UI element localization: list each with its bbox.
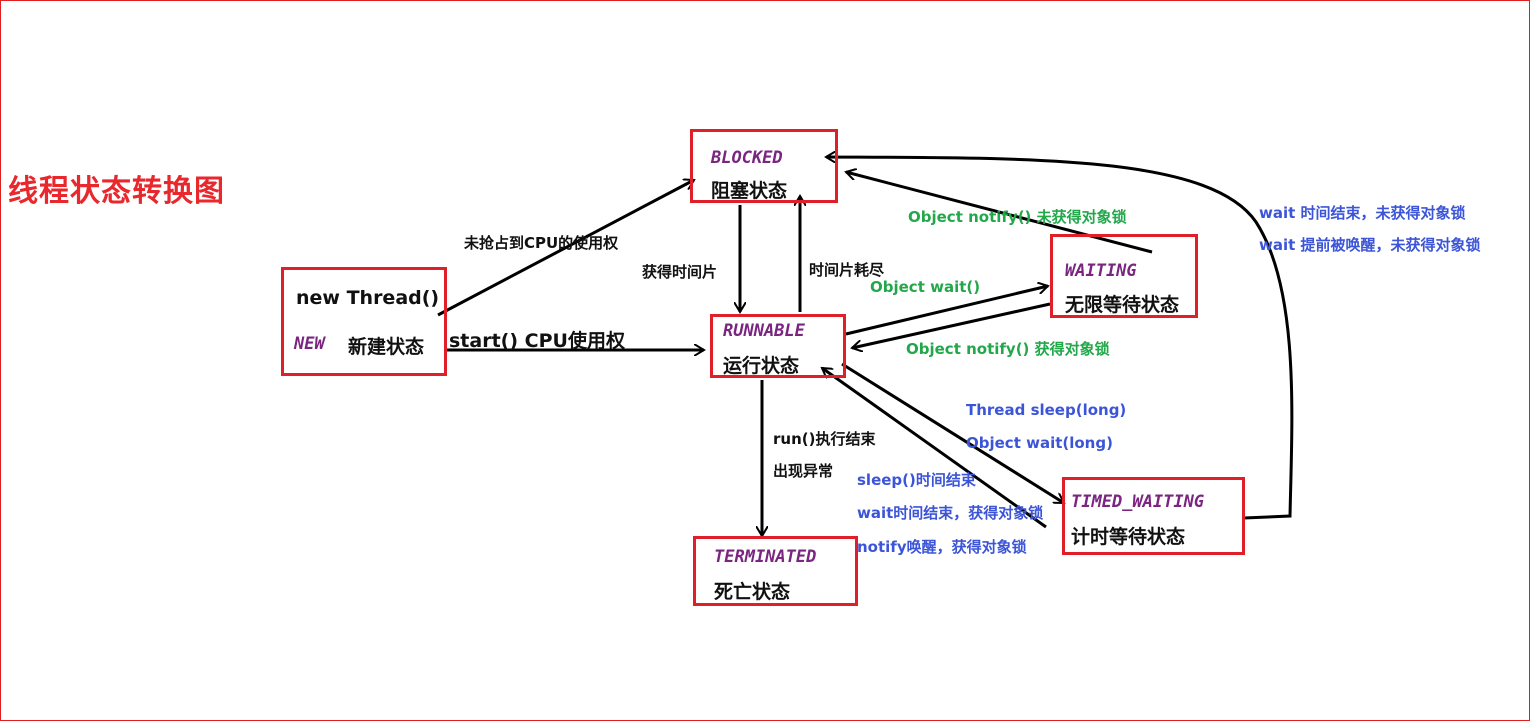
arrow-runnable-to-timed [841,362,1064,505]
label-new-to-runnable: start() CPU使用权 [449,330,625,352]
label-timed-to-blocked-1: wait 时间结束，未获得对象锁 [1259,204,1466,222]
arrow-waiting-to-blocked [846,172,1153,254]
arrow-waiting-to-runnable [852,302,1051,348]
state-timed-waiting: TIMED_WAITING 计时等待状态 [1062,477,1245,555]
label-timed-to-runnable-3: notify唤醒，获得对象锁 [857,538,1027,556]
state-blocked-en: BLOCKED [711,148,783,168]
label-new-to-blocked: 未抢占到CPU的使用权 [464,234,619,252]
label-runnable-to-waiting: Object wait() [870,278,981,296]
state-new-cn: 新建状态 [348,336,425,358]
state-runnable-cn: 运行状态 [723,355,800,377]
label-runnable-to-timed-1: Thread sleep(long) [966,401,1127,419]
arrow-runnable-to-waiting [845,286,1048,336]
label-timed-to-runnable-1: sleep()时间结束 [857,471,976,489]
state-terminated-en: TERMINATED [714,547,817,567]
label-runnable-to-timed-2: Object wait(long) [966,434,1113,452]
state-waiting-cn: 无限等待状态 [1065,294,1180,316]
state-new: new Thread() NEW 新建状态 [281,267,447,376]
label-waiting-to-runnable: Object notify() 获得对象锁 [906,340,1110,358]
new-thread-code: new Thread() [296,287,440,309]
label-blocked-to-runnable: 获得时间片 [642,263,718,281]
label-timed-to-blocked-2: wait 提前被唤醒，未获得对象锁 [1259,236,1481,254]
diagram-title: 线程状态转换图 [8,174,225,209]
state-runnable-en: RUNNABLE [723,321,805,341]
state-blocked: BLOCKED 阻塞状态 [690,129,838,203]
label-runnable-to-terminated-1: run()执行结束 [773,430,876,448]
state-new-en: NEW [294,334,325,354]
state-timed-waiting-cn: 计时等待状态 [1071,526,1186,548]
state-terminated-cn: 死亡状态 [714,581,791,603]
state-waiting: WAITING 无限等待状态 [1050,234,1198,318]
state-runnable: RUNNABLE 运行状态 [710,314,846,378]
state-timed-waiting-en: TIMED_WAITING [1071,492,1205,512]
state-blocked-cn: 阻塞状态 [711,180,788,202]
arrow-timed-to-blocked [826,157,1294,520]
state-waiting-en: WAITING [1065,261,1137,281]
arrow-timed-to-runnable [822,366,1047,529]
label-timed-to-runnable-2: wait时间结束，获得对象锁 [857,504,1044,522]
label-runnable-to-blocked: 时间片耗尽 [809,261,885,279]
state-terminated: TERMINATED 死亡状态 [693,536,858,606]
label-waiting-to-blocked: Object notify() 未获得对象锁 [908,208,1127,226]
arrow-new-to-blocked [437,180,694,317]
label-runnable-to-terminated-2: 出现异常 [773,462,834,480]
